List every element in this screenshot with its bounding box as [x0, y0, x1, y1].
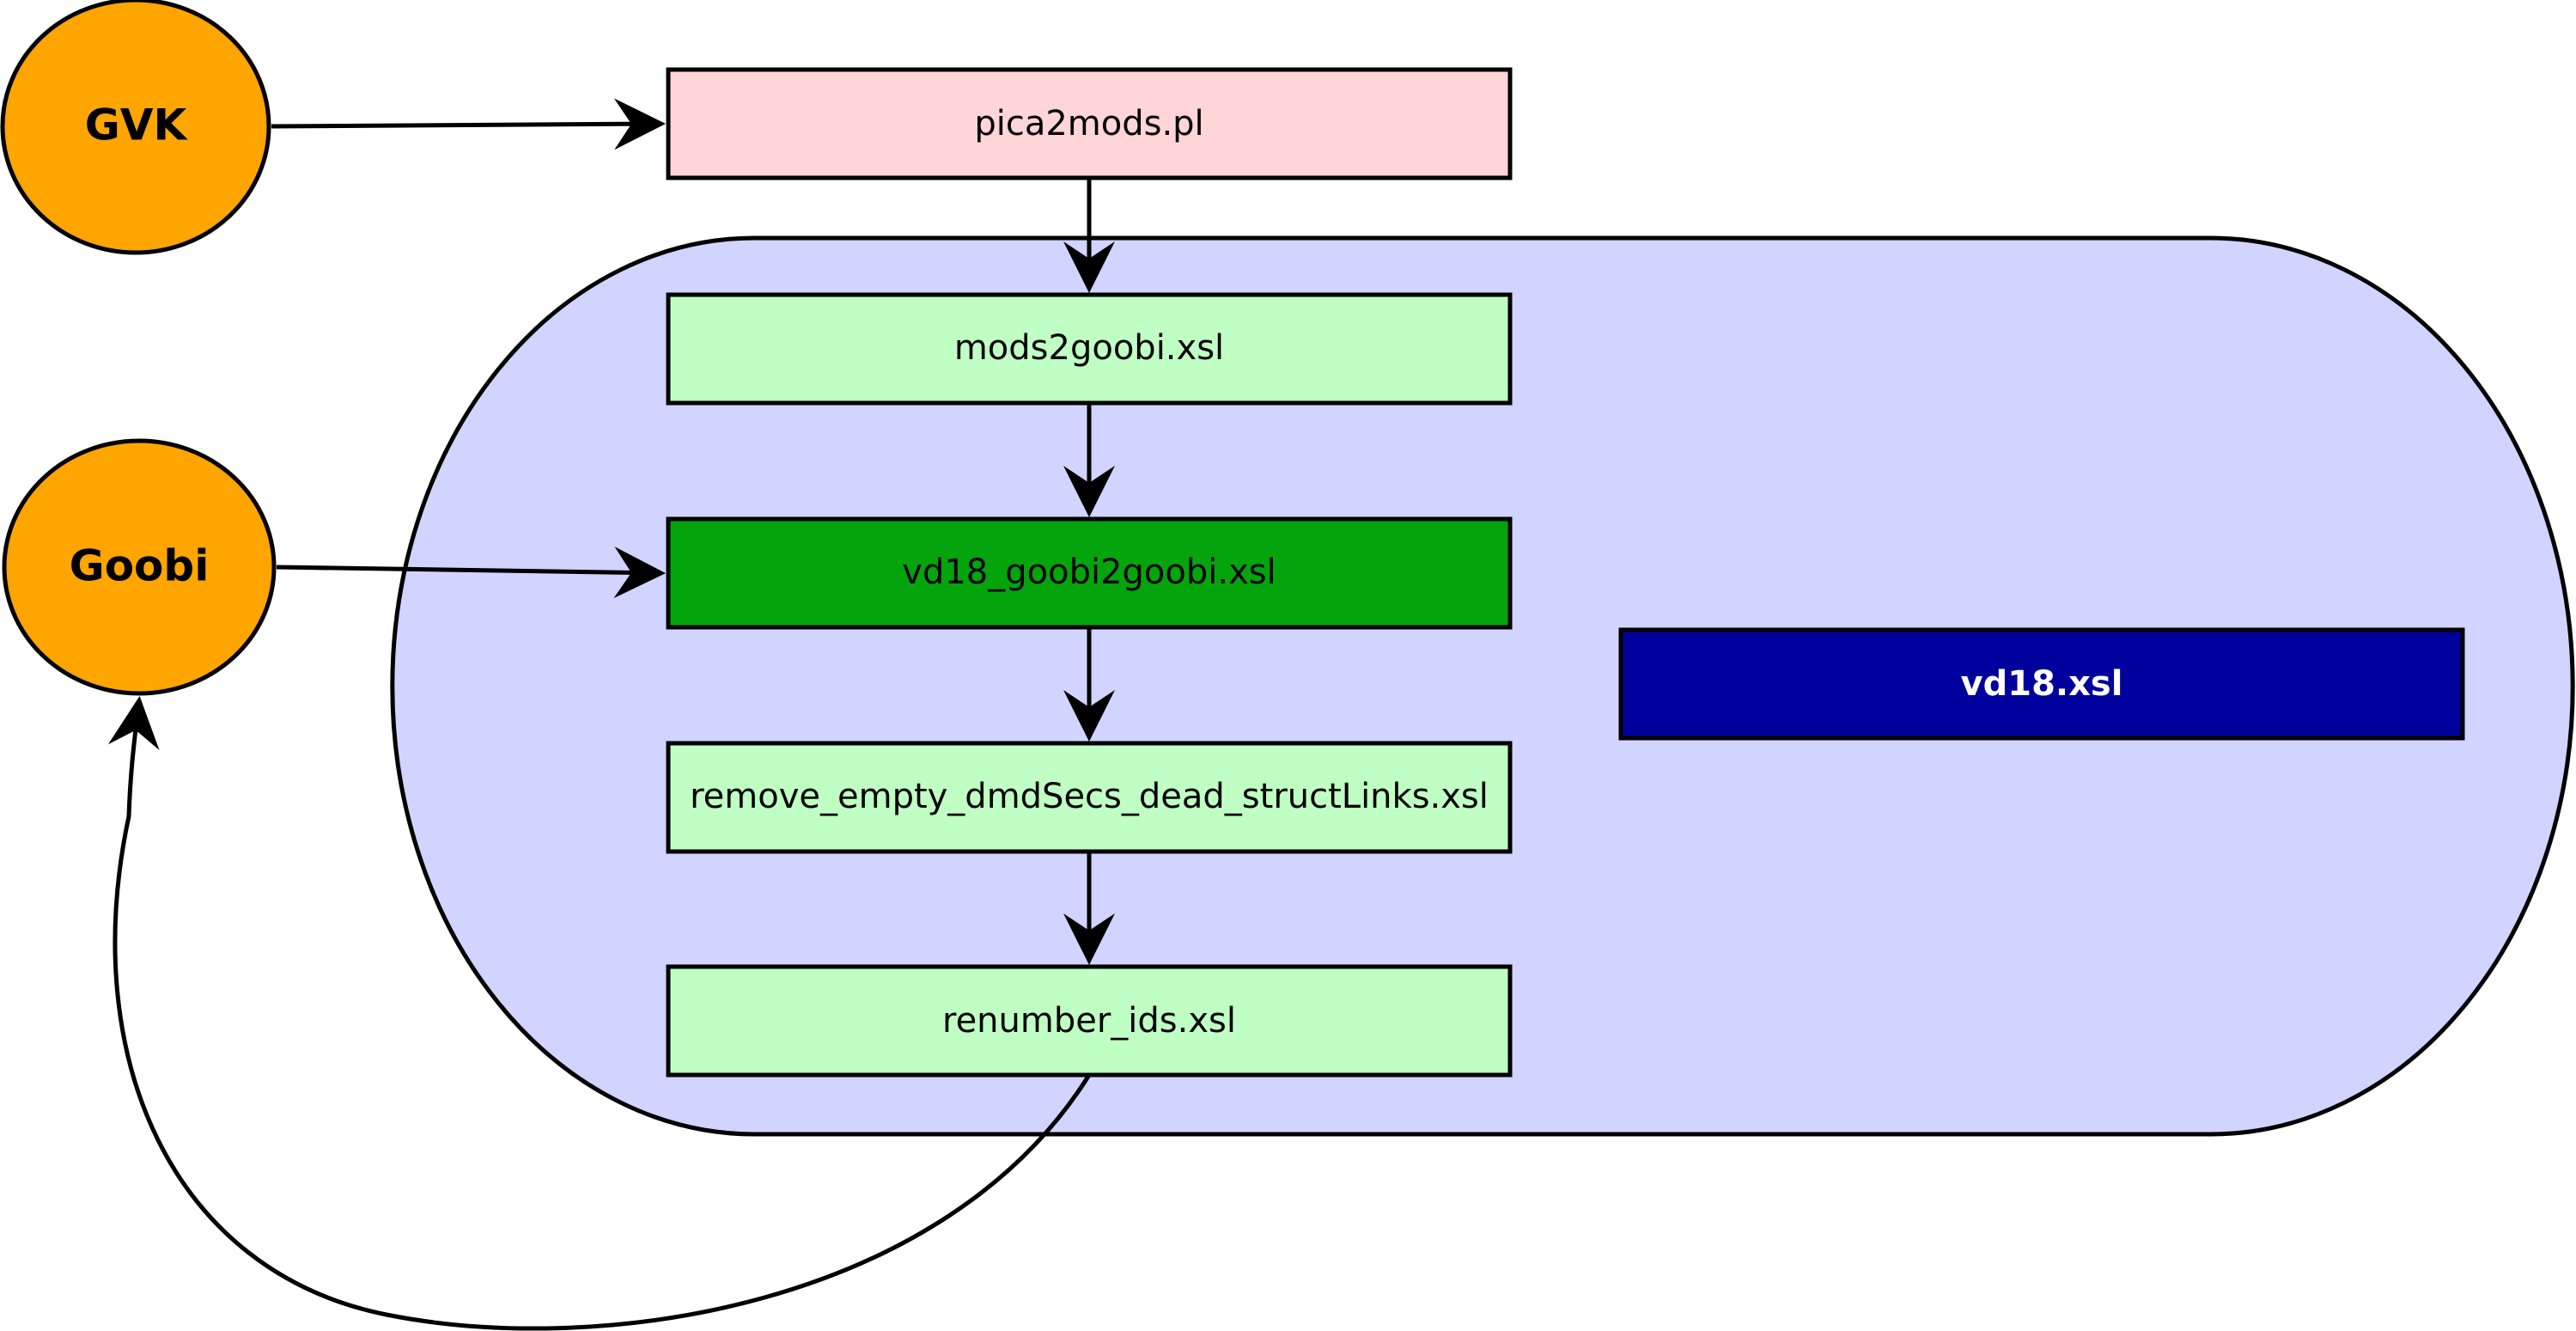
edges [107, 98, 1115, 1331]
gvk-label: GVK [85, 101, 189, 150]
pica2mods-label: pica2mods.pl [974, 104, 1203, 143]
vd18-bundle-label: vd18.xsl [1961, 664, 2123, 704]
edge-renumber-ids-to-goobi [107, 696, 1092, 1331]
xsl-group-region [390, 235, 2575, 1137]
pica2mods-step: pica2mods.pl [666, 67, 1513, 180]
vd18-goobi2goobi-step: vd18_goobi2goobi.xsl [666, 516, 1513, 630]
mods2goobi-label: mods2goobi.xsl [954, 328, 1224, 368]
remove-empty-label: remove_empty_dmdSecs_dead_structLinks.xs… [690, 777, 1489, 816]
goobi-node: Goobi [2, 438, 277, 696]
vd18-bundle: vd18.xsl [1618, 627, 2465, 741]
edge-gvk-to-pica2mods [271, 98, 666, 150]
remove-empty-step: remove_empty_dmdSecs_dead_structLinks.xs… [666, 741, 1513, 854]
renumber-ids-step: renumber_ids.xsl [666, 964, 1513, 1078]
goobi-label: Goobi [70, 541, 210, 591]
mods2goobi-step: mods2goobi.xsl [666, 292, 1513, 406]
edge-goobi-to-vd18-goobi2goobi [276, 546, 666, 599]
renumber-ids-label: renumber_ids.xsl [942, 1001, 1236, 1041]
vd18-goobi2goobi-label: vd18_goobi2goobi.xsl [902, 553, 1276, 592]
gvk-node: GVK [0, 0, 271, 255]
